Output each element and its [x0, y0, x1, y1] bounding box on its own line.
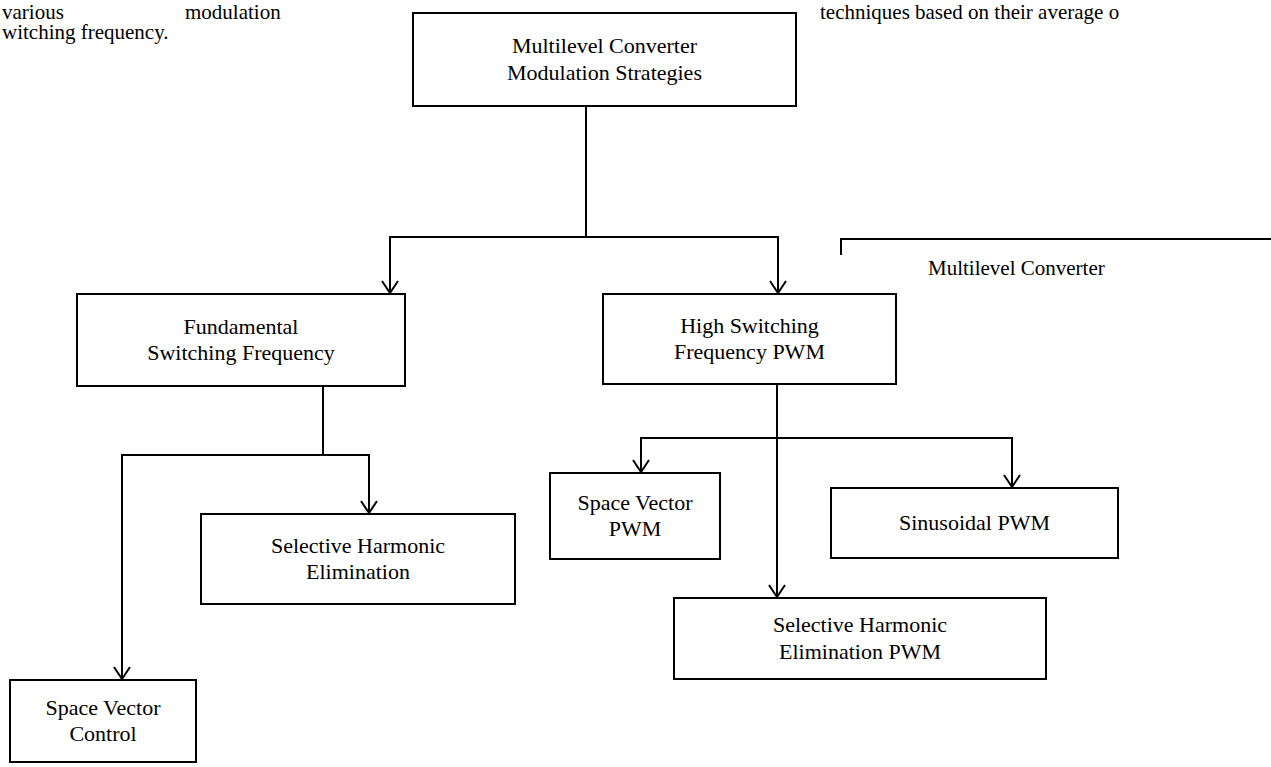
technique-box: Selective Harmonic Elimination PWM — [673, 597, 1047, 680]
caption-fragment: techniques based on their average o — [820, 0, 1119, 24]
technique-box: Space Vector Control — [9, 679, 197, 763]
box-text: Sinusoidal PWM — [899, 510, 1050, 536]
box-text: Selective Harmonic Elimination PWM — [749, 612, 971, 665]
box-text: Selective Harmonic Elimination — [250, 533, 466, 586]
technique-box: Space Vector PWM — [549, 472, 721, 560]
box-text: Space Vector PWM — [567, 490, 703, 543]
caption-fragment: modulation — [185, 0, 281, 24]
root-box: Multilevel Converter Modulation Strategi… — [412, 12, 797, 107]
bracket-label: Multilevel Converter — [928, 256, 1105, 280]
tree-connector — [769, 385, 785, 597]
bracket-line — [841, 239, 1271, 255]
technique-box: Selective Harmonic Elimination — [200, 513, 516, 605]
technique-box: Sinusoidal PWM — [830, 487, 1119, 559]
box-text: Multilevel Converter Modulation Strategi… — [474, 33, 735, 86]
box-text: High Switching Frequency PWM — [650, 313, 849, 366]
category-box: High Switching Frequency PWM — [602, 293, 897, 385]
tree-connector — [323, 387, 377, 513]
tree-connector — [382, 107, 586, 293]
tree-connector — [777, 385, 1020, 487]
caption-fragment: witching frequency. — [2, 20, 169, 44]
box-text: Space Vector Control — [33, 695, 173, 748]
box-text: Fundamental Switching Frequency — [116, 314, 366, 367]
tree-connector — [586, 107, 786, 293]
tree-connector — [633, 385, 777, 472]
category-box: Fundamental Switching Frequency — [76, 293, 406, 387]
